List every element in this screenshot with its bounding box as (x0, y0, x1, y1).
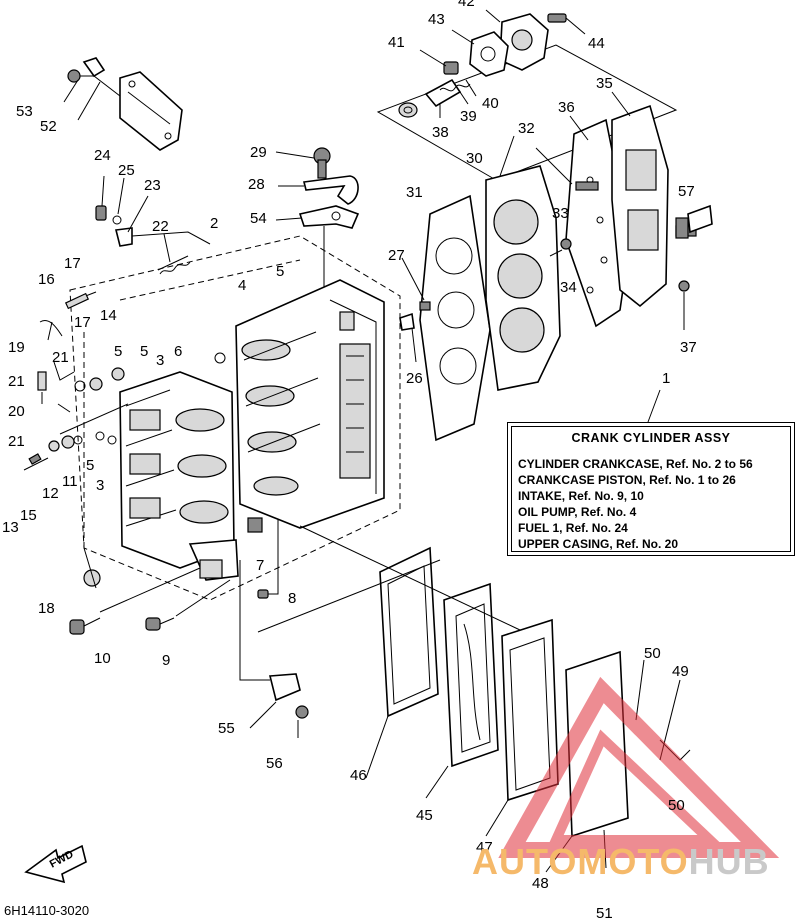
callout-21: 21 (8, 373, 25, 390)
callout-51: 51 (596, 905, 613, 922)
callout-7: 7 (256, 557, 264, 574)
watermark-logo (498, 676, 780, 858)
callout-48: 48 (532, 875, 549, 892)
callout-50: 50 (668, 797, 685, 814)
callout-50: 50 (644, 645, 661, 662)
callout-16: 16 (38, 271, 55, 288)
crankcase (119, 371, 239, 581)
callout-5: 5 (86, 457, 94, 474)
legend-lines: CYLINDER CRANKCASE, Ref. No. 2 to 56 CRA… (518, 456, 786, 552)
callout-20: 20 (8, 403, 25, 420)
spark-plug-57 (675, 204, 713, 239)
legend-line: FUEL 1, Ref. No. 24 (518, 521, 628, 535)
callout-21: 21 (52, 349, 69, 366)
callout-35: 35 (596, 75, 613, 92)
head-and-gaskets (399, 91, 697, 442)
callout-21: 21 (8, 433, 25, 450)
callout-18: 18 (38, 600, 55, 617)
cylinder-block (214, 279, 385, 533)
exhaust-plates (257, 525, 691, 873)
callout-55: 55 (218, 720, 235, 737)
callout-10: 10 (94, 650, 111, 667)
callout-22: 22 (152, 218, 169, 235)
legend-line: CRANKCASE PISTON, Ref. No. 1 to 26 (518, 473, 736, 487)
callout-1: 1 (662, 370, 670, 387)
legend-inner-frame (511, 426, 791, 552)
left-small-parts (23, 291, 129, 471)
callout-27: 27 (388, 247, 405, 264)
callout-14: 14 (100, 307, 117, 324)
legend-line: OIL PUMP, Ref. No. 4 (518, 505, 637, 519)
bracket-52 (63, 57, 183, 151)
callout-47: 47 (476, 839, 493, 856)
callout-30: 30 (466, 150, 483, 167)
callout-38: 38 (432, 124, 449, 141)
callout-42: 42 (458, 0, 475, 10)
callout-33: 33 (552, 205, 569, 222)
callout-52: 52 (40, 118, 57, 135)
callout-5: 5 (276, 263, 284, 280)
fwd-arrow: FWD (24, 844, 87, 884)
callout-49: 49 (672, 663, 689, 680)
callout-6: 6 (174, 343, 182, 360)
callout-13: 13 (2, 519, 19, 536)
callout-56: 56 (266, 755, 283, 772)
callout-12: 12 (42, 485, 59, 502)
callout-26: 26 (406, 370, 423, 387)
callout-9: 9 (162, 652, 170, 669)
legend-line: CYLINDER CRANKCASE, Ref. No. 2 to 56 (518, 457, 753, 471)
callout-39: 39 (460, 108, 477, 125)
callout-5: 5 (140, 343, 148, 360)
callout-36: 36 (558, 99, 575, 116)
callout-2: 2 (210, 215, 218, 232)
callout-25: 25 (118, 162, 135, 179)
oil-pump-group (376, 9, 678, 181)
callout-53: 53 (16, 103, 33, 120)
callout-29: 29 (250, 144, 267, 161)
callout-32: 32 (518, 120, 535, 137)
watermark-brand: AUTOMOTOHUB (472, 841, 770, 883)
brand-part-1: AUTOMOTO (472, 841, 689, 882)
legend-leader (647, 389, 661, 423)
callout-3: 3 (156, 352, 164, 369)
callout-4: 4 (238, 277, 246, 294)
diagram-code: 6H14110-3020 (4, 903, 90, 918)
callout-37: 37 (680, 339, 697, 356)
callout-40: 40 (482, 95, 499, 112)
callout-17: 17 (74, 314, 91, 331)
callout-15: 15 (20, 507, 37, 524)
clamps-28-54 (275, 147, 360, 288)
callout-57: 57 (678, 183, 695, 200)
callout-43: 43 (428, 11, 445, 28)
brand-part-2: HUB (688, 841, 770, 882)
callout-41: 41 (388, 34, 405, 51)
legend-line: INTAKE, Ref. No. 9, 10 (518, 489, 644, 503)
assembly-legend: CRANK CYLINDER ASSY CYLINDER CRANKCASE, … (507, 422, 795, 556)
callout-24: 24 (94, 147, 111, 164)
parts-7-8-55-56 (239, 520, 309, 738)
callout-34: 34 (560, 279, 577, 296)
callout-45: 45 (416, 807, 433, 824)
callout-3: 3 (96, 477, 104, 494)
callout-31: 31 (406, 184, 423, 201)
legend-line: UPPER CASING, Ref. No. 20 (518, 537, 679, 551)
parts-9-10-18 (69, 547, 231, 635)
callout-23: 23 (144, 177, 161, 194)
legend-title: CRANK CYLINDER ASSY (571, 431, 731, 445)
callout-17: 17 (64, 255, 81, 272)
callout-44: 44 (588, 35, 605, 52)
callout-labels: 1 2 3 3 4 5 5 5 5 6 7 8 9 10 11 12 13 14… (2, 0, 697, 922)
callout-28: 28 (248, 176, 265, 193)
callout-46: 46 (350, 767, 367, 784)
callout-8: 8 (288, 590, 296, 607)
callout-54: 54 (250, 210, 267, 227)
callout-5: 5 (114, 343, 122, 360)
callout-11: 11 (62, 473, 78, 490)
callout-19: 19 (8, 339, 25, 356)
